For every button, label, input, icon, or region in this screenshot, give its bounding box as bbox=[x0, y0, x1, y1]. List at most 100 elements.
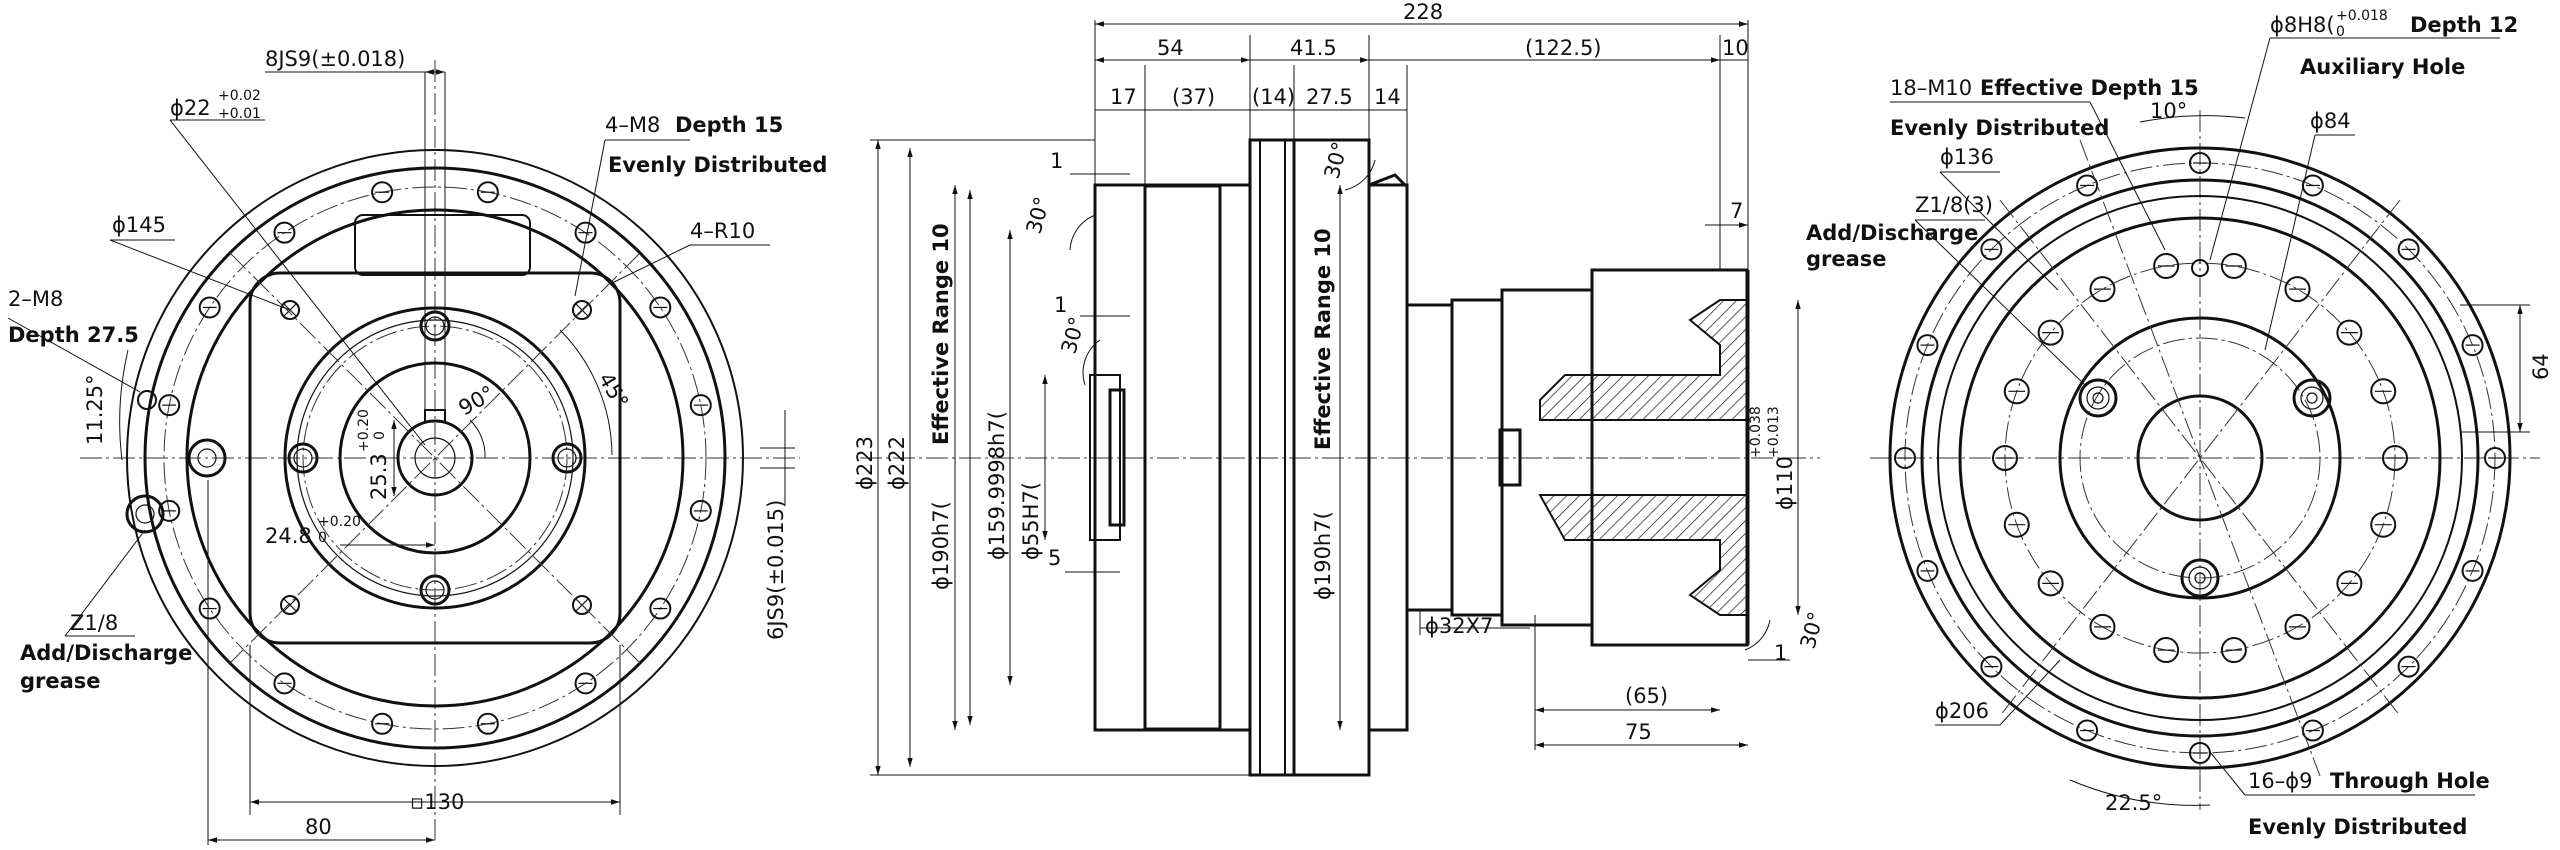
right-m10-hole bbox=[2089, 613, 2116, 640]
right-view: ϕ8H8( +0.018 0 Depth 12 Auxiliary Hole 1… bbox=[1806, 8, 2553, 839]
right-through-hole bbox=[2076, 719, 2099, 742]
dim-22-5: 22.5° bbox=[2105, 791, 2162, 815]
dim-d84: ϕ84 bbox=[2310, 109, 2351, 133]
right-m10-hole bbox=[2220, 637, 2247, 664]
svg-text:Auxiliary Hole: Auxiliary Hole bbox=[2300, 55, 2465, 79]
svg-text:0: 0 bbox=[2336, 24, 2345, 40]
right-grease-ports bbox=[2078, 378, 2332, 598]
svg-text:+0.20: +0.20 bbox=[318, 514, 361, 530]
left-bolt-hole bbox=[198, 296, 221, 319]
right-m10-hole bbox=[2336, 319, 2363, 346]
left-grease-port-a bbox=[187, 438, 227, 478]
side-view: 228 54 41.5 (122.5) 10 17 (37) (14) 27.5… bbox=[853, 0, 1829, 777]
dim-8js9: 8JS9(±0.018) bbox=[265, 47, 405, 71]
right-through-hole bbox=[1916, 559, 1939, 582]
dim-64: 64 bbox=[2529, 353, 2553, 380]
svg-text:Add/Discharge: Add/Discharge bbox=[20, 641, 192, 665]
dim-d110: ϕ110 bbox=[1773, 456, 1797, 510]
left-bolt-circle bbox=[163, 186, 707, 730]
side-body-inner bbox=[1143, 184, 1222, 731]
dim-d159: ϕ159.9998h7( bbox=[985, 411, 1009, 560]
right-m10-hole bbox=[2037, 319, 2064, 346]
svg-text:Through Hole: Through Hole bbox=[2330, 769, 2490, 793]
right-m10-hole bbox=[2370, 511, 2397, 538]
svg-text:(14): (14) bbox=[1252, 85, 1295, 109]
right-through-hole bbox=[2484, 447, 2506, 469]
svg-text:Effective Depth 15: Effective Depth 15 bbox=[1980, 76, 2199, 100]
svg-text:Depth 27.5: Depth 27.5 bbox=[8, 323, 139, 347]
left-bolt-hole bbox=[649, 296, 672, 319]
svg-text:30°: 30° bbox=[1796, 609, 1829, 651]
left-rim-circle bbox=[143, 166, 727, 750]
svg-text:+0.018: +0.018 bbox=[2336, 8, 2388, 24]
right-through-hole bbox=[2461, 334, 2484, 357]
dim-2m8: 2–M8 bbox=[8, 287, 63, 311]
left-m8-side-hole bbox=[137, 390, 157, 410]
svg-text:54: 54 bbox=[1157, 36, 1184, 60]
right-inner-ring bbox=[1958, 216, 2442, 700]
svg-text:10: 10 bbox=[1722, 36, 1749, 60]
svg-text:grease: grease bbox=[1806, 247, 1887, 271]
svg-text:41.5: 41.5 bbox=[1290, 36, 1337, 60]
left-bolt-hole bbox=[273, 672, 296, 695]
right-m10-hole bbox=[1992, 445, 2018, 471]
right-through-holes bbox=[1894, 152, 2506, 764]
side-hatch-section-bottom bbox=[1538, 494, 1749, 616]
svg-text:(122.5): (122.5) bbox=[1525, 36, 1602, 60]
dim-z18-right: Z1/8(3) bbox=[1915, 193, 1993, 217]
dim-d55: ϕ55H7( bbox=[1019, 482, 1043, 560]
dim-d32x7: ϕ32X7 bbox=[1425, 614, 1493, 638]
svg-text:+0.013: +0.013 bbox=[1766, 406, 1782, 458]
left-shaft-circle bbox=[396, 419, 474, 497]
dim-sq130: ▫130 bbox=[410, 790, 464, 814]
side-input-shaft bbox=[1089, 374, 1121, 541]
right-hub bbox=[2058, 316, 2342, 600]
dim-angle-11: 11.25° bbox=[83, 374, 107, 445]
dim-4r10: 4–R10 bbox=[690, 219, 755, 243]
dim-75: 75 bbox=[1625, 720, 1652, 744]
right-aux-hole bbox=[2191, 259, 2209, 277]
right-m10-hole bbox=[2370, 378, 2397, 405]
dim-z18-left: Z1/8 bbox=[70, 611, 118, 635]
svg-text:5: 5 bbox=[1048, 546, 1061, 570]
dim-4m8: 4–M8 bbox=[605, 113, 660, 137]
svg-text:27.5: 27.5 bbox=[1306, 85, 1353, 109]
left-bolt-hole bbox=[649, 597, 672, 620]
right-m10-hole bbox=[2336, 570, 2363, 597]
dim-d136: ϕ136 bbox=[1940, 145, 1994, 169]
right-rim-circle bbox=[1920, 178, 2480, 738]
left-bolt-hole bbox=[689, 499, 712, 522]
left-bolt-hole bbox=[689, 394, 712, 417]
right-m10-hole bbox=[2037, 570, 2064, 597]
left-keyway bbox=[424, 409, 446, 422]
dim-eff-left: Effective Range 10 bbox=[929, 223, 953, 445]
dim-eff-right: Effective Range 10 bbox=[1311, 228, 1335, 450]
right-ring bbox=[1937, 195, 2463, 721]
left-bolt-hole bbox=[198, 597, 221, 620]
right-through-hole bbox=[1894, 447, 1916, 469]
left-inner-circle bbox=[185, 208, 685, 708]
side-hatch-section-top bbox=[1539, 299, 1749, 421]
dim-d223: ϕ223 bbox=[853, 436, 877, 490]
right-through-hole bbox=[2397, 655, 2420, 678]
right-outer-circle bbox=[1888, 146, 2512, 770]
svg-text:+0.038: +0.038 bbox=[1748, 406, 1764, 458]
svg-text:30°: 30° bbox=[1057, 314, 1090, 356]
dim-16-9: 16–ϕ9 bbox=[2248, 769, 2312, 793]
left-top-boss bbox=[354, 214, 531, 276]
dim-25-3: 25.3 bbox=[367, 453, 391, 500]
dim-d145: ϕ145 bbox=[112, 213, 166, 237]
left-shaft-hole bbox=[414, 437, 456, 479]
left-square-flange bbox=[248, 271, 622, 645]
svg-text:grease: grease bbox=[20, 669, 101, 693]
svg-text:1: 1 bbox=[1050, 149, 1063, 173]
left-bolt-hole bbox=[574, 672, 597, 695]
left-bolt-hole bbox=[371, 712, 394, 735]
right-m10-hole bbox=[2089, 276, 2116, 303]
dim-d222: ϕ222 bbox=[885, 436, 909, 490]
left-bolt-hole bbox=[476, 181, 499, 204]
svg-text:7: 7 bbox=[1730, 199, 1743, 223]
right-bore bbox=[2136, 394, 2264, 522]
left-bolt-holes bbox=[158, 181, 712, 735]
